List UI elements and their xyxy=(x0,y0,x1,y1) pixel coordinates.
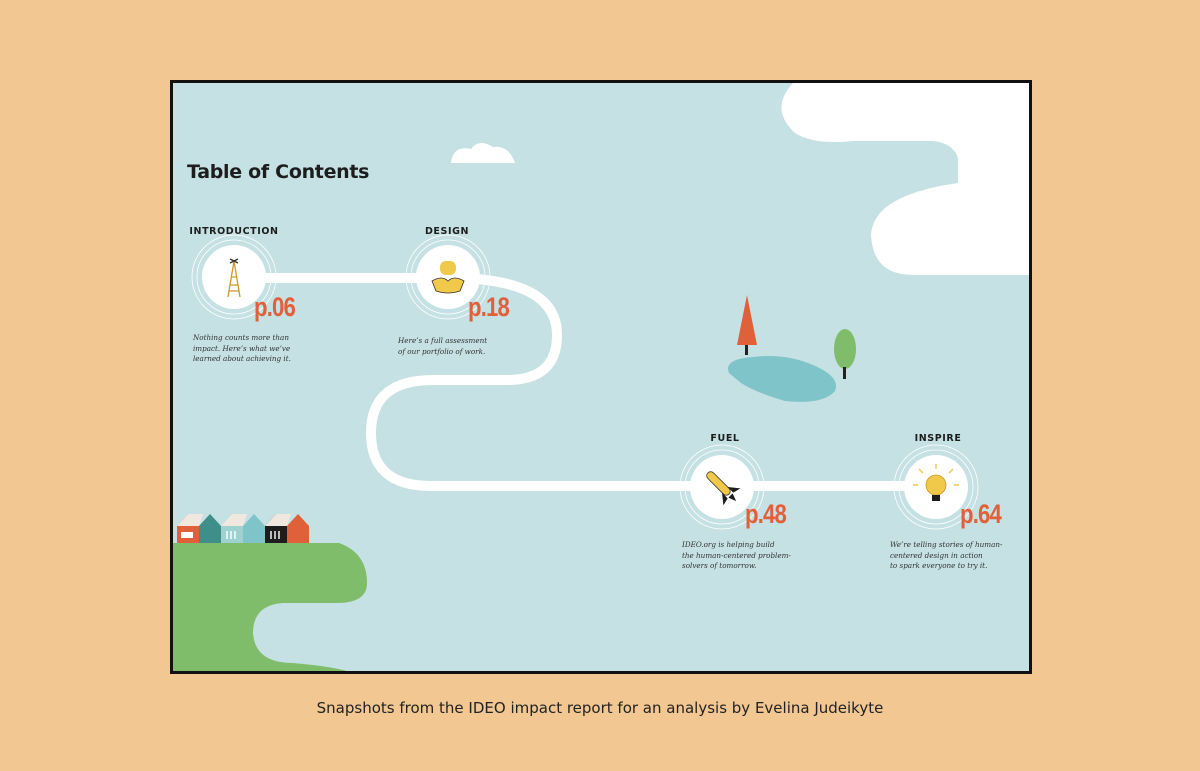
houses xyxy=(177,514,309,543)
illustration-scene xyxy=(173,83,1029,671)
description-design: Here’s a full assessment of our portfoli… xyxy=(398,336,488,356)
rocket-icon xyxy=(706,471,741,506)
report-page: Table of Contents INTRODUCTION p.06 Noth… xyxy=(170,80,1032,674)
badge-design[interactable] xyxy=(405,234,491,320)
section-label-design: DESIGN xyxy=(424,226,470,237)
tower-icon xyxy=(227,258,241,298)
green-hill xyxy=(173,543,367,671)
caption: Snapshots from the IDEO impact report fo… xyxy=(316,699,884,717)
small-cloud xyxy=(451,142,515,163)
page-title: Table of Contents xyxy=(187,161,370,183)
description-introduction: Nothing counts more than impact. Here’s … xyxy=(193,333,291,363)
description-fuel: IDEO.org is helping build the human-cent… xyxy=(682,540,791,570)
badge-inspire[interactable] xyxy=(893,444,979,530)
section-label-introduction: INTRODUCTION xyxy=(189,226,279,237)
green-tree-icon xyxy=(834,329,856,379)
hands-icon xyxy=(431,261,465,294)
badge-introduction[interactable] xyxy=(191,234,277,320)
page-number-fuel[interactable]: p.48 xyxy=(745,499,787,529)
page-number-inspire[interactable]: p.64 xyxy=(960,499,1002,529)
pond xyxy=(728,356,837,402)
orange-tree-icon xyxy=(737,295,757,355)
description-inspire: We’re telling stories of human- centered… xyxy=(890,540,1003,570)
badge-fuel[interactable] xyxy=(679,444,765,530)
lightbulb-icon xyxy=(913,464,959,501)
large-cloud xyxy=(781,83,1029,275)
page-number-introduction[interactable]: p.06 xyxy=(254,292,296,322)
road-path xyxy=(228,273,926,491)
page-number-design[interactable]: p.18 xyxy=(468,292,510,322)
section-label-inspire: INSPIRE xyxy=(914,433,962,444)
section-label-fuel: FUEL xyxy=(710,433,740,444)
